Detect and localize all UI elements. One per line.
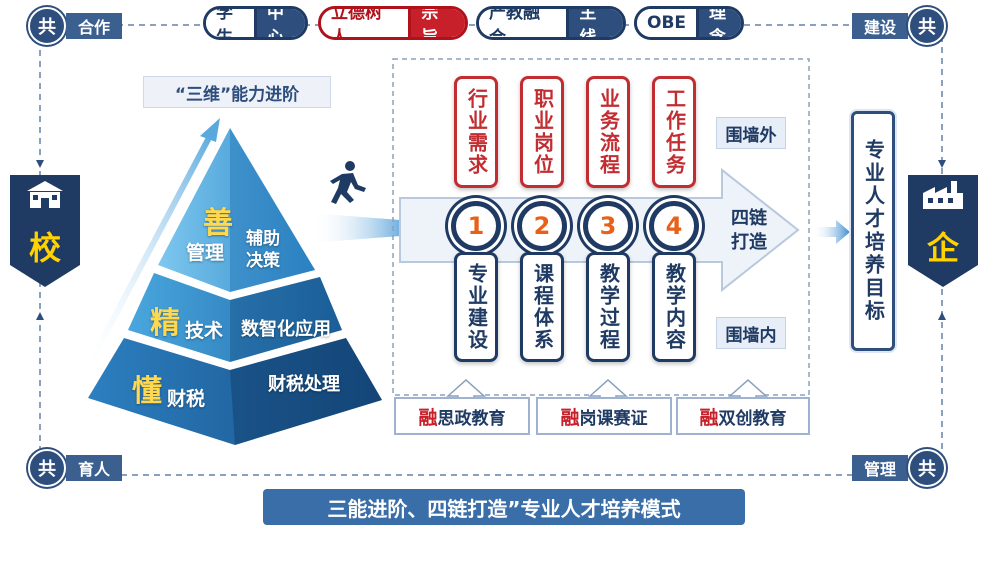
pill-lide-shuren: 立德树人 宗旨 bbox=[318, 6, 468, 40]
chain-number-1: 1 bbox=[451, 201, 501, 251]
integration-post-course: 融岗课赛证 bbox=[536, 397, 672, 435]
level-2-desc: 数智化应用 bbox=[241, 319, 331, 340]
pill-obe: OBE 理念 bbox=[634, 6, 744, 40]
runner-beam bbox=[310, 161, 412, 243]
corner-cooperation: 共 合作 bbox=[28, 7, 123, 45]
level-1-name: 管理 bbox=[186, 242, 225, 264]
chain-number-3: 3 bbox=[583, 201, 633, 251]
corner-management: 共 管理 bbox=[852, 449, 947, 487]
chain-number-2: 2 bbox=[517, 201, 567, 251]
chain-top-4: 工作任务 bbox=[652, 76, 696, 188]
pill-industry-education: 产教融合 主线 bbox=[476, 6, 626, 40]
shield-shape bbox=[10, 175, 80, 287]
level-3-key: 懂 bbox=[132, 374, 162, 409]
school-label: 校 bbox=[28, 229, 61, 267]
inside-wall-label: 围墙内 bbox=[716, 317, 786, 349]
running-person-icon bbox=[330, 161, 366, 204]
level-3-desc: 财税处理 bbox=[268, 374, 340, 395]
corner-label: 合作 bbox=[66, 13, 123, 39]
school-building-icon bbox=[27, 181, 63, 208]
chain-number-4: 4 bbox=[649, 201, 699, 251]
chain-top-1: 行业需求 bbox=[454, 76, 498, 188]
four-chains-label: 四链 打造 bbox=[731, 208, 767, 253]
pyramid bbox=[79, 118, 382, 445]
pill-student-center: 学生 中心 bbox=[203, 6, 308, 40]
integration-ideology: 融思政教育 bbox=[394, 397, 530, 435]
level-1-desc: 辅助决策 bbox=[246, 229, 280, 271]
chain-top-2: 职业岗位 bbox=[520, 76, 564, 188]
level-2-key: 精 bbox=[150, 306, 180, 341]
corner-badge: 共 bbox=[908, 7, 947, 45]
bottom-title: 三能进阶、四链打造”专业人才培养模式 bbox=[263, 489, 745, 525]
corner-label: 管理 bbox=[852, 455, 909, 481]
corner-label: 育人 bbox=[66, 455, 123, 481]
pyramid-title: “三维”能力进阶 bbox=[143, 76, 331, 108]
level-3-name: 财税 bbox=[167, 388, 206, 410]
corner-label: 建设 bbox=[852, 13, 909, 39]
chain-bottom-2: 课程体系 bbox=[520, 252, 564, 362]
integration-innovation: 融双创教育 bbox=[676, 397, 810, 435]
corner-badge: 共 bbox=[28, 7, 66, 45]
level-2-name: 技术 bbox=[185, 320, 224, 342]
level-1-key: 善 bbox=[203, 206, 233, 241]
corner-badge: 共 bbox=[28, 449, 66, 487]
corner-construction: 共 建设 bbox=[852, 7, 947, 45]
chain-bottom-3: 教学过程 bbox=[586, 252, 630, 362]
corner-education: 共 育人 bbox=[28, 449, 123, 487]
chain-top-3: 业务流程 bbox=[586, 76, 630, 188]
shield-shape bbox=[908, 175, 978, 287]
outside-wall-label: 围墙外 bbox=[716, 117, 786, 149]
corner-badge: 共 bbox=[908, 449, 947, 487]
enterprise-shield: 企 bbox=[908, 175, 978, 287]
enterprise-label: 企 bbox=[926, 229, 959, 267]
goal-arrow bbox=[812, 220, 850, 244]
factory-icon bbox=[923, 181, 963, 209]
chain-bottom-1: 专业建设 bbox=[454, 252, 498, 362]
school-shield: 校 bbox=[10, 175, 80, 287]
talent-goal: 专业人才培养目标 bbox=[851, 111, 895, 351]
chain-bottom-4: 教学内容 bbox=[652, 252, 696, 362]
